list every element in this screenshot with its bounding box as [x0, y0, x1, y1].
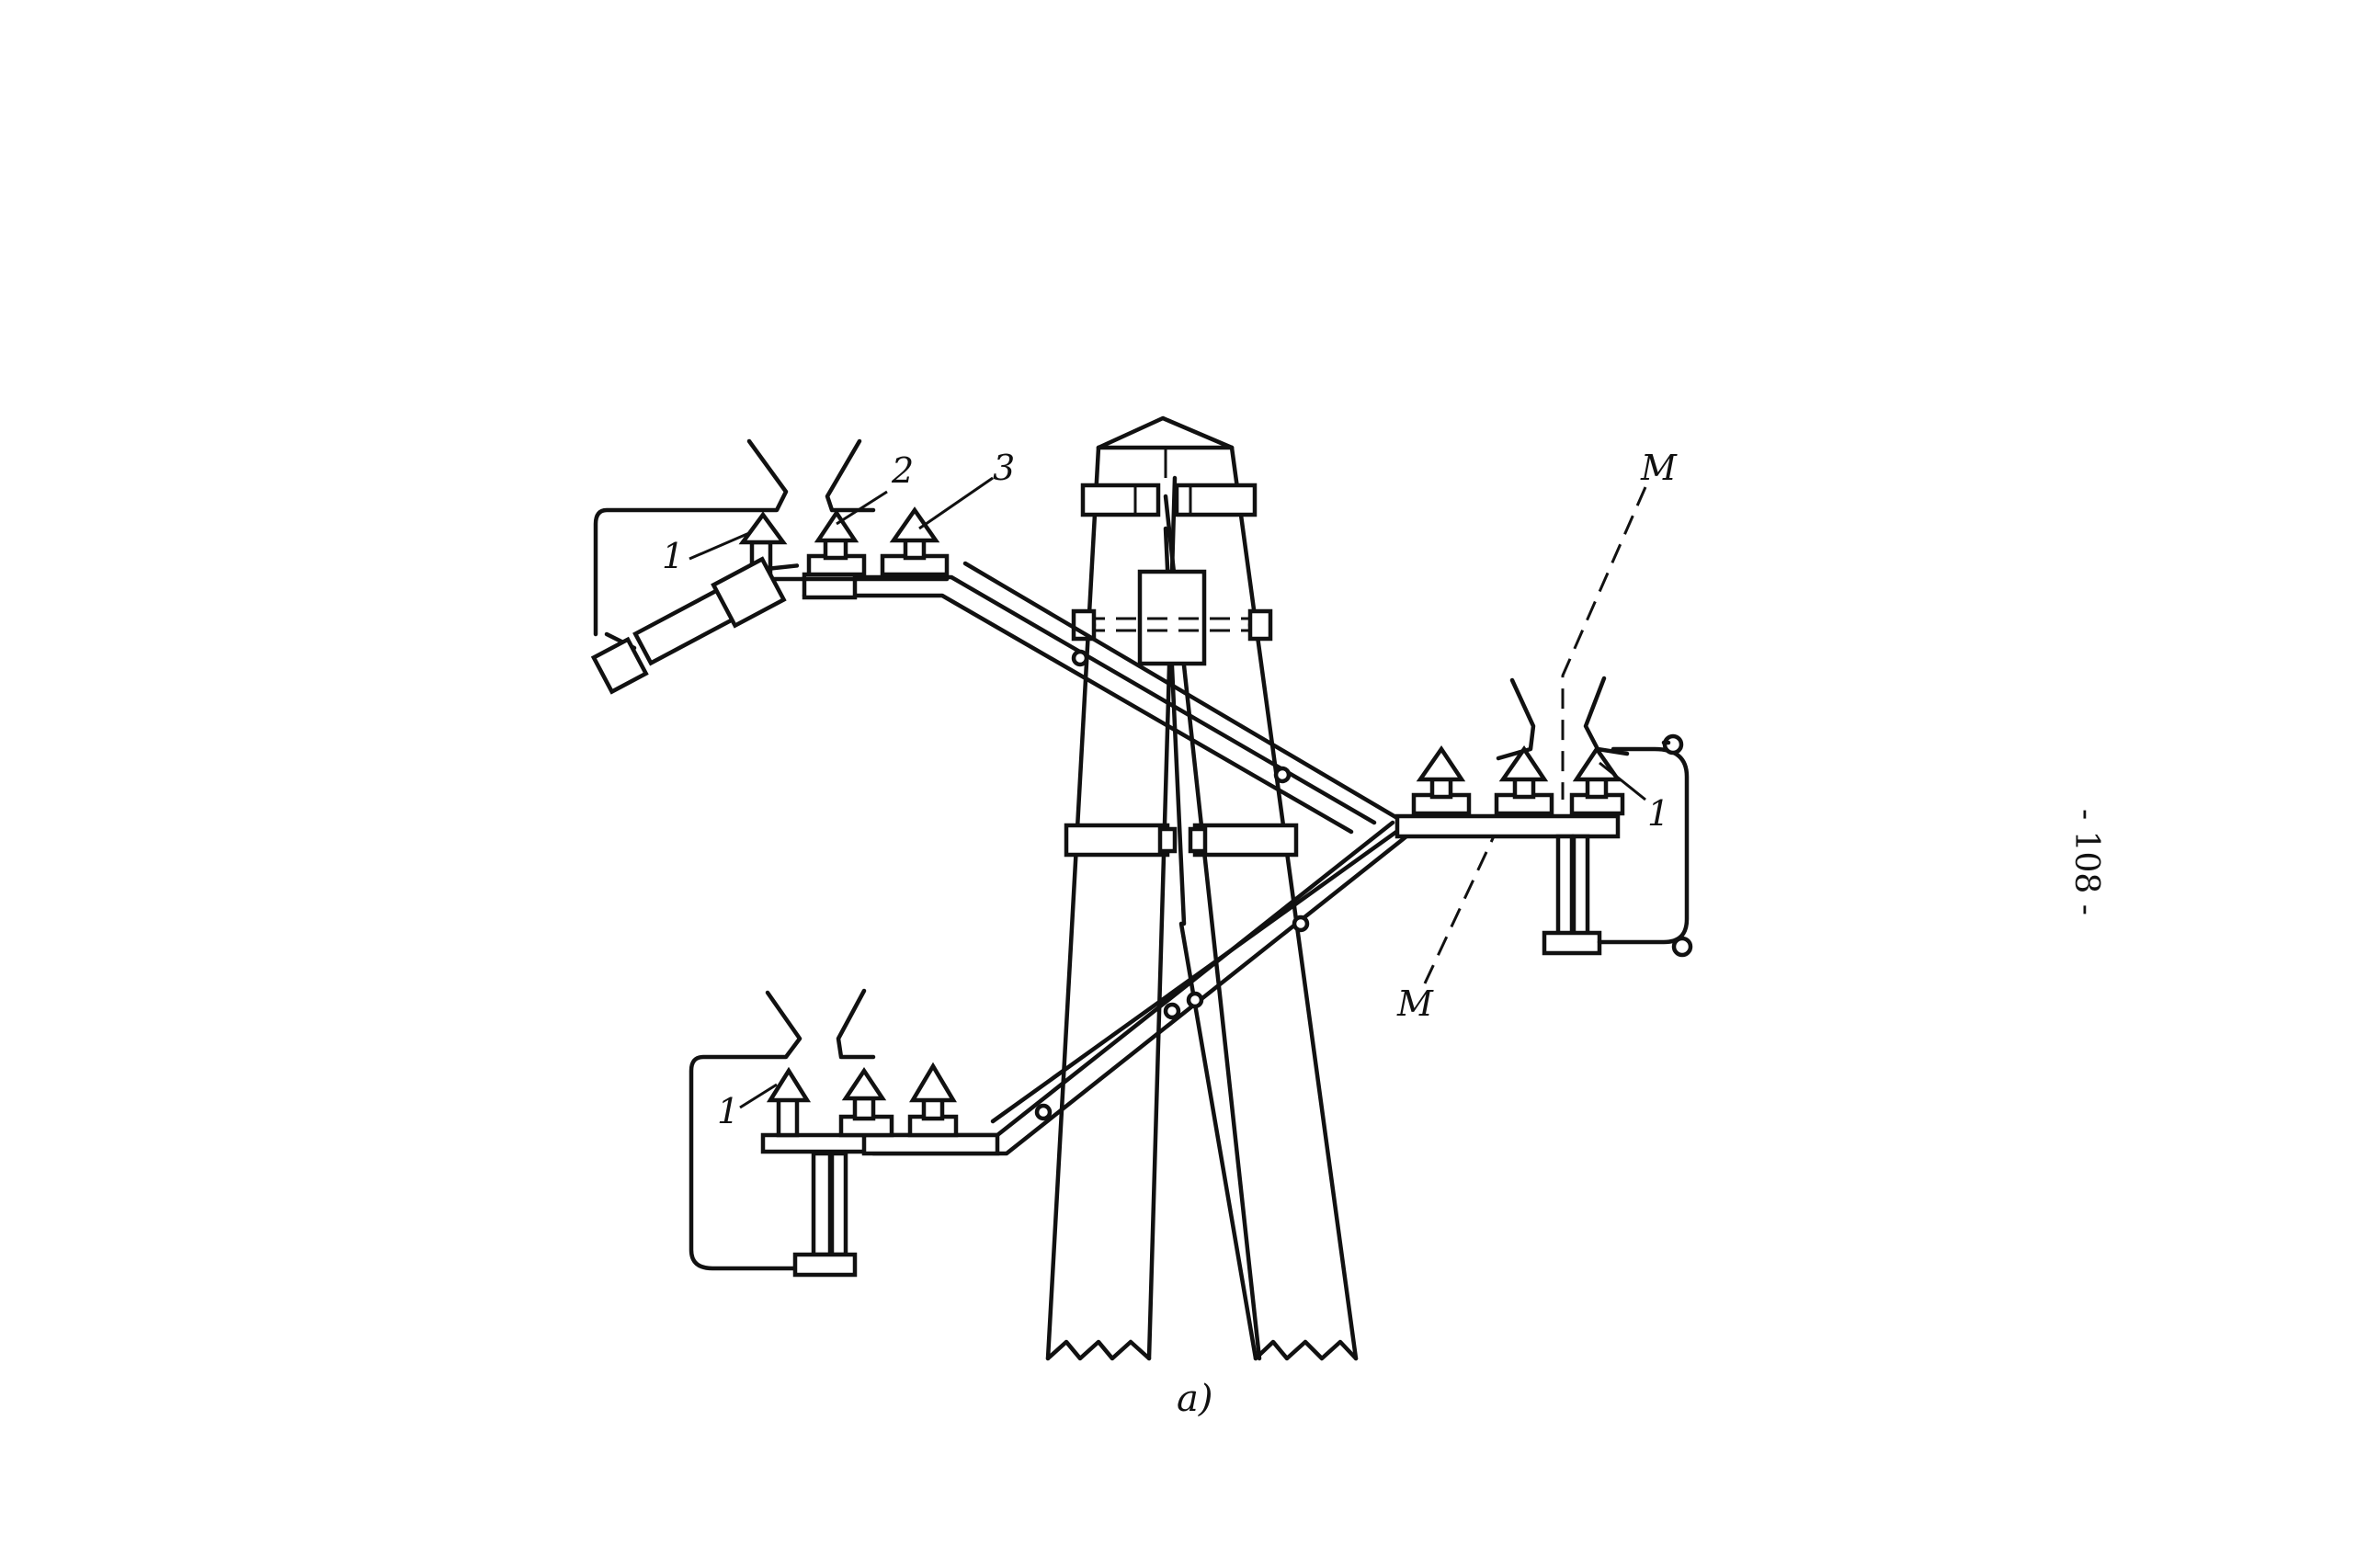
figure-caption: а)	[1177, 1378, 1212, 1420]
lower-insulator-2	[836, 988, 894, 1138]
label-insulator-2: 2	[891, 450, 914, 491]
page-number: - 108 -	[2067, 809, 2105, 915]
label-insulator-3: 3	[993, 448, 1015, 488]
lower-insulator-3	[907, 1062, 959, 1138]
label-m-bottom: M	[1396, 983, 1434, 1024]
upper-left-crossarm	[590, 438, 950, 695]
label-insulator-1-lower: 1	[717, 1091, 739, 1131]
label-insulator-1-upper: 1	[662, 536, 684, 576]
wire-b	[1496, 677, 1536, 761]
lower-clamp-right	[1192, 823, 1299, 858]
pole-base-right	[1253, 1339, 1359, 1361]
label-m-top: M	[1640, 448, 1678, 488]
right-insulator-1	[1569, 676, 1630, 816]
upper-insulator-2	[806, 438, 876, 577]
right-insulator-a	[1411, 745, 1472, 816]
pole-cap	[1096, 415, 1235, 450]
right-insulator-b	[1494, 677, 1554, 816]
m-leader-top	[1561, 486, 1647, 800]
leader-lines	[689, 476, 1647, 1109]
lower-clamp-left	[1064, 823, 1170, 858]
lower-brace	[871, 820, 1395, 1138]
pole-base-left	[1045, 1339, 1152, 1361]
top-clamp-left	[1080, 483, 1161, 517]
pole-left-leg	[1045, 445, 1101, 1361]
braces	[802, 561, 1441, 1156]
right-crossarm	[1394, 676, 1693, 958]
label-insulator-1-right: 1	[1647, 793, 1669, 834]
pole-clamps	[1064, 483, 1299, 858]
m-leader-bottom	[1423, 835, 1496, 984]
upper-insulator-3	[880, 506, 950, 577]
lower-insulator-1	[689, 990, 812, 1271]
lower-left-crossarm	[689, 988, 1000, 1278]
top-clamp-right	[1174, 483, 1258, 517]
wire-1	[1583, 676, 1630, 756]
